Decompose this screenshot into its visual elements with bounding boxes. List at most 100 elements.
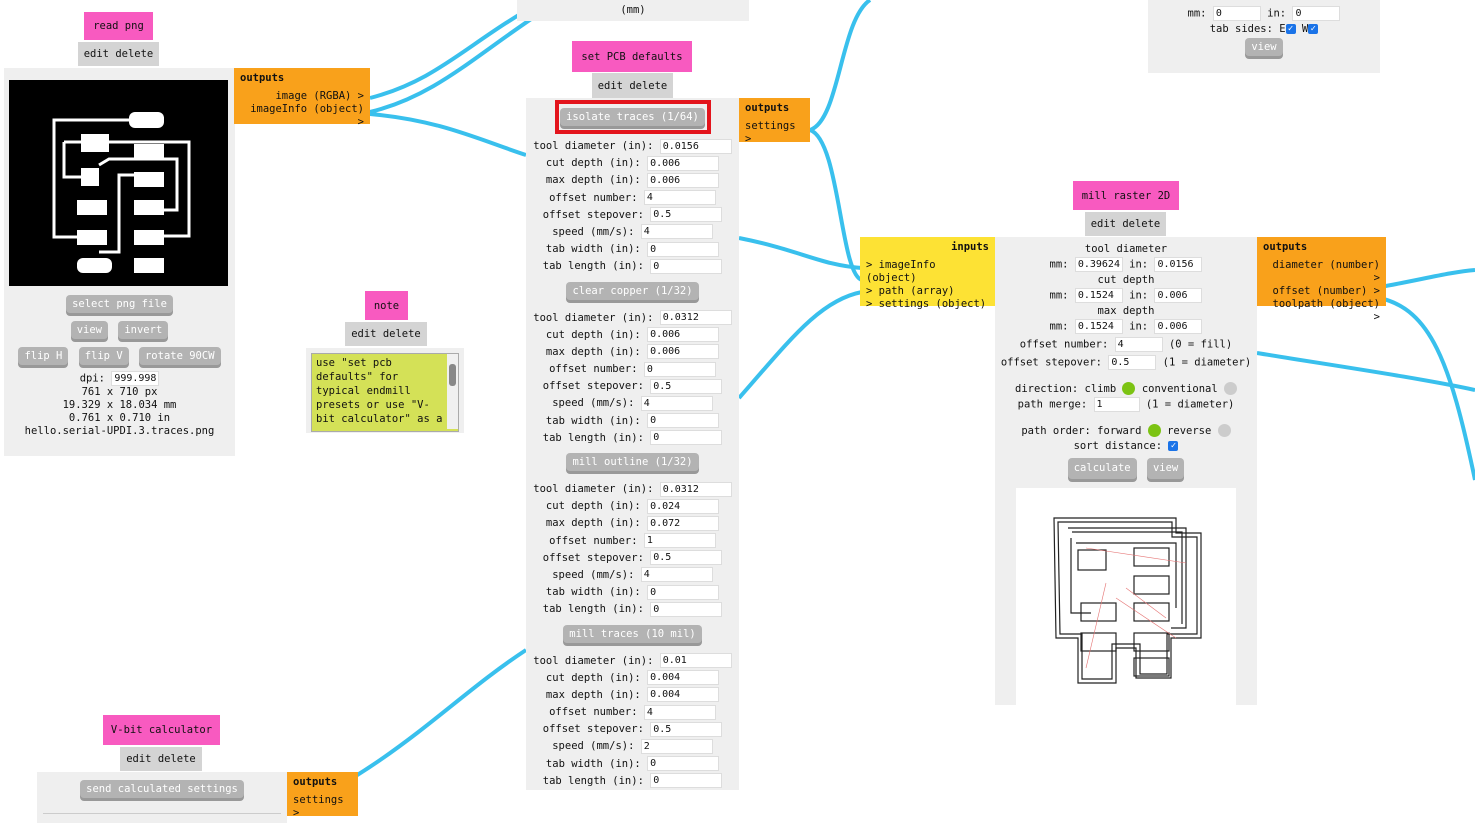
in-label: in: xyxy=(1129,289,1149,302)
invert-button[interactable]: invert xyxy=(118,321,169,339)
offset-stepover-input[interactable]: 0.5 xyxy=(650,207,723,223)
tab-length-in-input[interactable]: 0 xyxy=(1292,6,1341,21)
edit-delete-menu[interactable]: edit delete xyxy=(1085,212,1166,236)
preset-button[interactable]: isolate traces (1/64) xyxy=(560,108,705,126)
output-imageinfo[interactable]: imageInfo (object) > xyxy=(250,103,364,128)
scrollbar[interactable] xyxy=(447,354,458,429)
max-depth-input[interactable]: 0.006 xyxy=(647,172,720,188)
offset-number-input[interactable]: 4 xyxy=(643,190,716,206)
speed-input[interactable]: 2 xyxy=(640,738,713,754)
offset-number-input[interactable]: 1 xyxy=(643,533,716,549)
tool-diameter-mm-input[interactable]: 0.39624 xyxy=(1074,257,1123,273)
output-image[interactable]: image (RGBA) > xyxy=(275,90,364,102)
note-textarea[interactable]: use "set pcb defaults" for typical endmi… xyxy=(311,353,459,432)
tab-width-input[interactable]: 0 xyxy=(647,584,720,600)
speed-label: speed (mm/s): xyxy=(552,740,635,753)
output-diameter[interactable]: diameter (number) > xyxy=(1272,259,1380,284)
set-pcb-defaults-title[interactable]: set PCB defaults xyxy=(572,41,692,72)
v-bit-outputs: outputs settings > xyxy=(287,772,358,819)
offset-stepover-input[interactable]: 0.5 xyxy=(650,378,723,394)
tab-length-label: tab length (in): xyxy=(542,431,644,444)
speed-input[interactable]: 4 xyxy=(640,567,713,583)
speed-input[interactable]: 4 xyxy=(640,224,713,240)
rotate-90cw-button[interactable]: rotate 90CW xyxy=(138,347,221,365)
input-imageinfo[interactable]: > imageInfo (object) xyxy=(866,259,936,284)
speed-input[interactable]: 4 xyxy=(640,395,713,411)
sort-distance-checkbox[interactable]: ✓ xyxy=(1168,441,1179,452)
setting-row: speed (mm/s): 4 xyxy=(526,567,739,584)
tab-width-input[interactable]: 0 xyxy=(647,756,720,772)
tool-diameter-input[interactable]: 0.0312 xyxy=(659,481,732,497)
read-png-title[interactable]: read png xyxy=(84,12,153,40)
output-settings[interactable]: settings > xyxy=(293,794,344,819)
cut-depth-input[interactable]: 0.024 xyxy=(647,498,720,514)
output-settings[interactable]: settings > xyxy=(745,120,796,145)
tab-length-label: tab length (in): xyxy=(542,603,644,616)
preset-button[interactable]: mill outline (1/32) xyxy=(566,453,699,471)
tab-length-input[interactable]: 0 xyxy=(650,258,723,274)
select-png-file-button[interactable]: select png file xyxy=(66,295,173,313)
view-button[interactable]: view xyxy=(1146,457,1185,479)
size-in: 0.761 x 0.710 in xyxy=(68,412,171,424)
preset-button[interactable]: clear copper (1/32) xyxy=(566,281,699,300)
dpi-input[interactable]: 999.998 xyxy=(111,371,160,386)
tab-side-e-checkbox[interactable]: ✓ xyxy=(1285,24,1296,34)
tab-length-input[interactable]: 0 xyxy=(650,773,723,789)
output-toolpath[interactable]: toolpath (object) > xyxy=(1272,298,1380,323)
preset-button[interactable]: mill traces (10 mil) xyxy=(563,624,702,643)
setting-row: cut depth (in): 0.006 xyxy=(526,155,739,172)
tool-diameter-in-input[interactable]: 0.0156 xyxy=(1154,257,1203,273)
offset-number-input[interactable]: 4 xyxy=(1114,337,1163,353)
pcb-outputs: outputs settings > xyxy=(739,98,810,145)
setting-row: offset number: 0 xyxy=(526,361,739,378)
tab-length-input[interactable]: 0 xyxy=(650,430,723,446)
cut-depth-input[interactable]: 0.004 xyxy=(647,670,720,686)
tool-diameter-input[interactable]: 0.0156 xyxy=(659,138,732,154)
max-depth-mm-input[interactable]: 0.1524 xyxy=(1074,319,1123,335)
input-path[interactable]: > path (array) xyxy=(866,285,955,297)
calculate-button[interactable]: calculate xyxy=(1067,457,1137,479)
mill-raster-2d-title[interactable]: mill raster 2D xyxy=(1073,181,1179,210)
offset-number-input[interactable]: 4 xyxy=(643,704,716,720)
max-depth-input[interactable]: 0.006 xyxy=(647,344,720,360)
cut-depth-mm-input[interactable]: 0.1524 xyxy=(1074,288,1123,304)
note-title[interactable]: note xyxy=(365,291,408,320)
output-offset[interactable]: offset (number) > xyxy=(1272,285,1380,297)
tab-side-w-checkbox[interactable]: ✓ xyxy=(1308,24,1319,34)
flip-v-button[interactable]: flip V xyxy=(78,347,129,365)
tool-diameter-input[interactable]: 0.0312 xyxy=(659,310,732,325)
offset-stepover-input[interactable]: 0.5 xyxy=(650,721,723,737)
forward-radio[interactable] xyxy=(1147,424,1161,438)
cut-depth-in-input[interactable]: 0.006 xyxy=(1154,288,1203,304)
offset-stepover-input[interactable]: 0.5 xyxy=(1108,355,1157,371)
tab-length-input[interactable]: 0 xyxy=(650,601,723,617)
tool-diameter-label: tool diameter (in): xyxy=(533,483,654,495)
edit-delete-menu[interactable]: edit delete xyxy=(345,322,427,346)
view-button[interactable]: view xyxy=(1245,38,1283,56)
climb-radio[interactable] xyxy=(1122,382,1136,396)
max-depth-input[interactable]: 0.072 xyxy=(647,515,720,531)
max-depth-input[interactable]: 0.004 xyxy=(647,687,720,703)
cut-depth-input[interactable]: 0.006 xyxy=(647,327,720,343)
offset-stepover-input[interactable]: 0.5 xyxy=(650,550,723,566)
offset-number-input[interactable]: 0 xyxy=(643,361,716,377)
path-merge-input[interactable]: 1 xyxy=(1093,397,1140,413)
reverse-radio[interactable] xyxy=(1217,424,1231,438)
setting-row: tab length (in): 0 xyxy=(526,258,739,275)
conventional-radio[interactable] xyxy=(1224,382,1237,396)
edit-delete-menu[interactable]: edit delete xyxy=(120,747,202,771)
edit-delete-menu[interactable]: edit delete xyxy=(592,73,673,98)
v-bit-calculator-title[interactable]: V-bit calculator xyxy=(103,715,220,745)
send-calculated-settings-button[interactable]: send calculated settings xyxy=(80,780,244,798)
cut-depth-input[interactable]: 0.006 xyxy=(647,155,720,171)
edit-delete-menu[interactable]: edit delete xyxy=(78,42,159,66)
tab-width-input[interactable]: 0 xyxy=(647,413,720,429)
tab-width-input[interactable]: 0 xyxy=(647,241,720,257)
max-depth-in-input[interactable]: 0.006 xyxy=(1154,319,1203,335)
tab-length-mm-input[interactable]: 0 xyxy=(1212,6,1261,21)
view-button[interactable]: view xyxy=(70,321,109,339)
tool-diameter-input[interactable]: 0.01 xyxy=(659,653,732,668)
input-settings[interactable]: > settings (object) xyxy=(866,298,987,310)
flip-h-button[interactable]: flip H xyxy=(18,347,69,365)
toolpath-preview xyxy=(1016,487,1236,708)
